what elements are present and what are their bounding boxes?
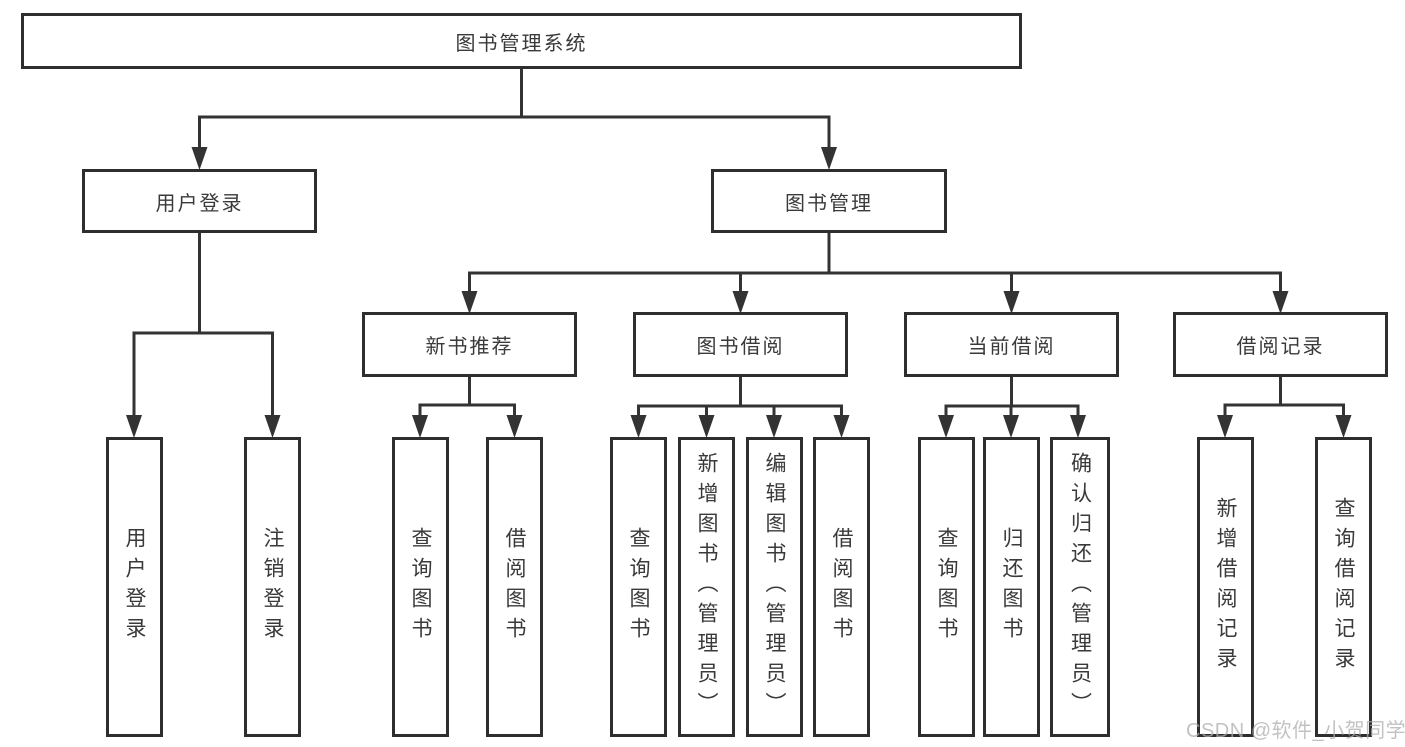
node-book-management: 图书管理: [711, 169, 947, 233]
node-new-book-recommend: 新书推荐: [362, 312, 577, 377]
node-user-login: 用户登录: [82, 169, 317, 233]
node-leaf-query-borrow-record: 查询借阅记录: [1315, 437, 1372, 737]
node-borrow-records: 借阅记录: [1173, 312, 1388, 377]
node-leaf-user-login: 用户登录: [106, 437, 163, 737]
node-leaf-borrow-books-1: 借阅图书: [486, 437, 543, 737]
node-leaf-return-books: 归还图书: [983, 437, 1040, 737]
node-leaf-confirm-return-admin: 确认归还（管理员）: [1050, 437, 1110, 737]
node-current-borrow: 当前借阅: [904, 312, 1119, 377]
node-leaf-edit-books-admin: 编辑图书（管理员）: [746, 437, 803, 737]
node-leaf-borrow-books-2: 借阅图书: [813, 437, 870, 737]
node-leaf-logout: 注销登录: [244, 437, 301, 737]
node-leaf-query-books-2: 查询图书: [610, 437, 667, 737]
node-leaf-add-books-admin: 新增图书（管理员）: [678, 437, 735, 737]
node-leaf-add-borrow-record: 新增借阅记录: [1197, 437, 1254, 737]
node-leaf-query-books-1: 查询图书: [392, 437, 449, 737]
csdn-watermark: CSDN @软件_小贺同学: [1186, 720, 1405, 742]
node-leaf-query-books-3: 查询图书: [918, 437, 975, 737]
node-root: 图书管理系统: [21, 13, 1022, 69]
arrowhead-icons: [126, 147, 1352, 438]
node-book-borrow: 图书借阅: [633, 312, 848, 377]
